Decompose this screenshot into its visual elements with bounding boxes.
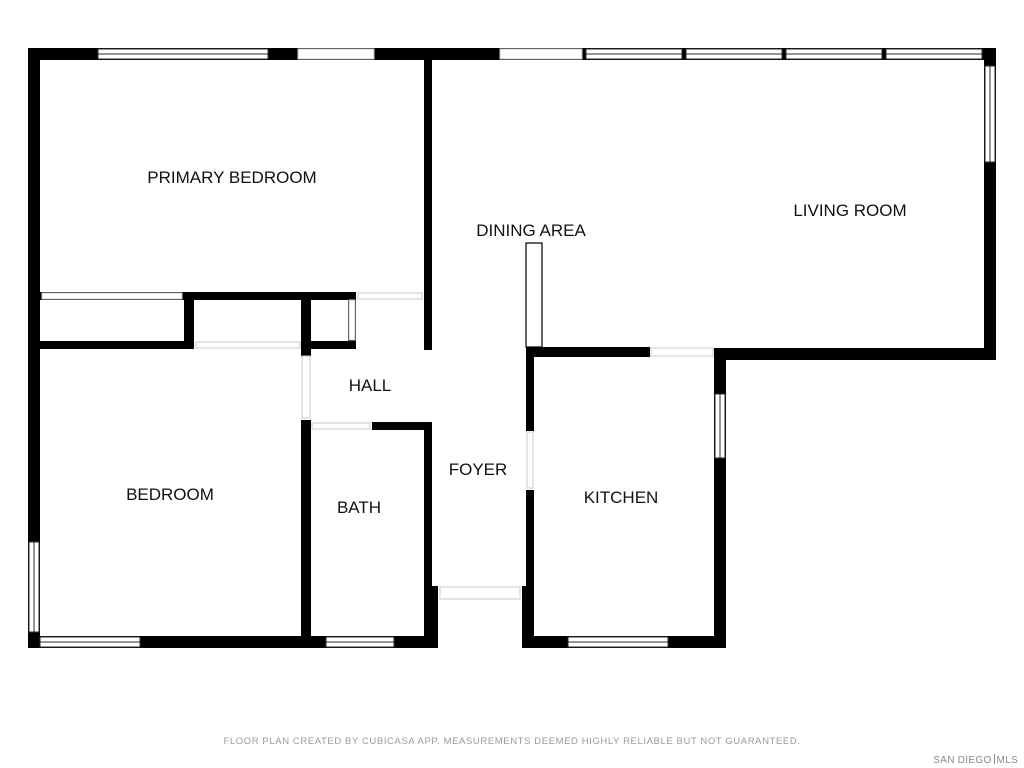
room-labels: PRIMARY BEDROOM LIVING ROOM DINING AREA … bbox=[126, 168, 907, 517]
opening-primary-door bbox=[357, 292, 423, 300]
wall-kitchen-top bbox=[526, 347, 650, 357]
label-kitchen: KITCHEN bbox=[584, 488, 659, 507]
interior-walls bbox=[40, 60, 650, 648]
opening-kitchen-living bbox=[650, 347, 714, 357]
opening-front-door bbox=[439, 586, 521, 600]
brand-separator bbox=[993, 754, 995, 764]
wall-kitchen-left-upper bbox=[526, 347, 534, 431]
wall-primary-bottom bbox=[40, 292, 356, 300]
wall-living-bottom bbox=[714, 348, 996, 360]
opening-bedroom-door bbox=[301, 355, 311, 419]
label-bedroom: BEDROOM bbox=[126, 485, 214, 504]
openings bbox=[41, 48, 714, 600]
opening-top-primary bbox=[297, 48, 375, 60]
opening-primary-closet bbox=[41, 292, 183, 300]
label-foyer: FOYER bbox=[449, 460, 508, 479]
wall-dining-partition bbox=[525, 242, 543, 348]
label-bath: BATH bbox=[337, 498, 381, 517]
label-primary-bedroom: PRIMARY BEDROOM bbox=[147, 168, 316, 187]
wall-left bbox=[28, 48, 40, 648]
label-living-room: LIVING ROOM bbox=[793, 201, 906, 220]
label-dining-area: DINING AREA bbox=[476, 221, 586, 240]
opening-top-dining bbox=[499, 48, 583, 60]
opening-linen-door bbox=[348, 299, 356, 341]
opening-bath-door bbox=[311, 422, 371, 430]
windows bbox=[28, 48, 996, 648]
wall-closet-bottom bbox=[40, 341, 194, 349]
wall-linen-bottom bbox=[301, 341, 356, 349]
wall-closet-divider bbox=[184, 292, 194, 349]
brand-logo: SAN DIEGO MLS bbox=[933, 754, 1018, 766]
wall-primary-right bbox=[424, 60, 432, 350]
brand-right-text: MLS bbox=[996, 755, 1018, 766]
wall-kitchen-right bbox=[714, 348, 726, 648]
brand-left-text: SAN DIEGO bbox=[933, 755, 992, 766]
label-hall: HALL bbox=[349, 376, 392, 395]
wall-bath-top bbox=[372, 422, 432, 430]
wall-bath-right bbox=[424, 422, 432, 648]
disclaimer-text: FLOOR PLAN CREATED BY CUBICASA APP. MEAS… bbox=[223, 736, 801, 747]
opening-kitchen-foyer bbox=[526, 431, 534, 489]
opening-bedroom-closet bbox=[195, 341, 301, 349]
wall-kitchen-left-lower bbox=[526, 490, 534, 648]
wall-linen-left bbox=[301, 292, 311, 356]
wall-bedroom-right bbox=[301, 420, 311, 648]
